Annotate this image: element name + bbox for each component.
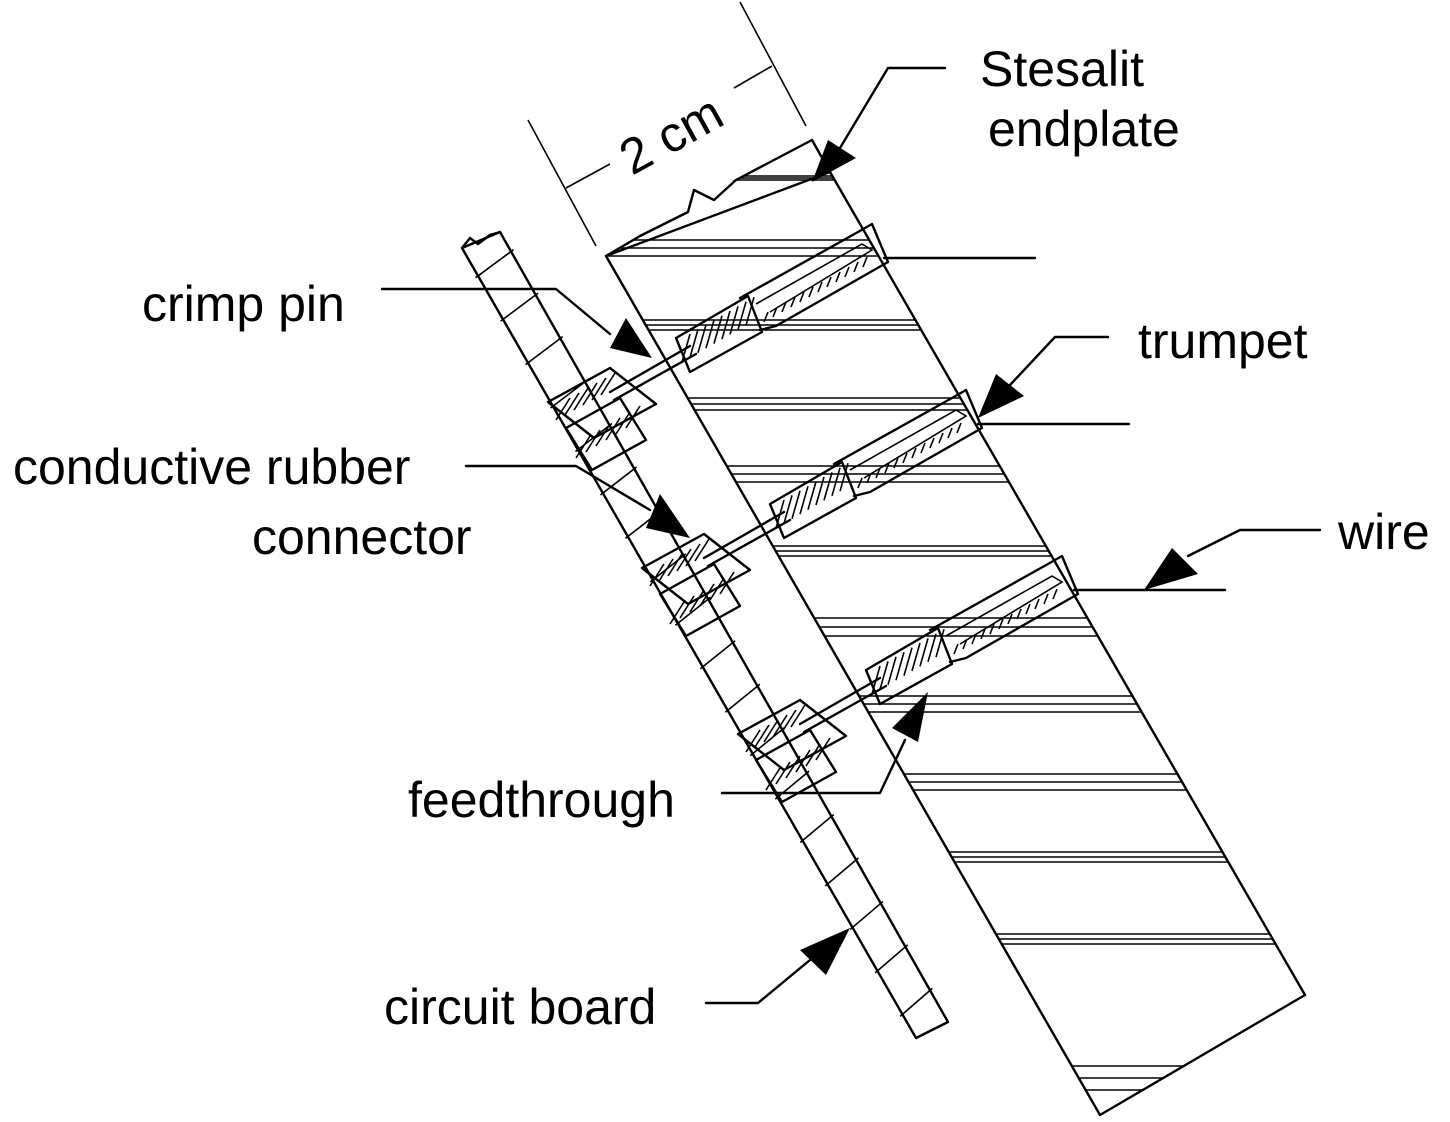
board-hatch-line bbox=[799, 813, 835, 844]
board-hatch-line bbox=[500, 292, 539, 322]
endplate-stratum bbox=[606, 239, 1305, 257]
feedthrough-assembly-1 bbox=[546, 222, 1037, 472]
conductive-rubber-block bbox=[736, 698, 848, 804]
rubber-label-line2: connector bbox=[252, 509, 472, 565]
feedthrough-assembly-2 bbox=[640, 388, 1131, 638]
feedthrough-arrowhead bbox=[892, 692, 928, 742]
trumpet bbox=[738, 222, 890, 332]
rubber-label-line1: conductive rubber bbox=[13, 439, 410, 495]
trumpet bbox=[832, 388, 984, 498]
conductive-rubber-block bbox=[640, 532, 752, 638]
board-hatch-line bbox=[849, 900, 884, 931]
endplate-stratum bbox=[606, 851, 1305, 863]
crimp-pin-label: crimp pin bbox=[142, 276, 345, 332]
trumpet-label: trumpet bbox=[1138, 313, 1308, 369]
endplate-arrowhead bbox=[812, 140, 856, 182]
endplate-stratum bbox=[606, 695, 1305, 713]
wire-label: wire bbox=[1337, 504, 1430, 560]
feedthrough-body bbox=[864, 626, 954, 706]
conductive-rubber-block bbox=[546, 366, 658, 472]
board-hatch-line bbox=[749, 727, 785, 757]
board-hatch-line bbox=[724, 683, 761, 713]
board-hatch-line bbox=[874, 944, 909, 974]
circuit-board-label: circuit board bbox=[384, 979, 656, 1035]
wire-arrowhead bbox=[1144, 548, 1198, 590]
rubber-arrowhead bbox=[646, 494, 690, 538]
leaders bbox=[380, 66, 1322, 1005]
board-hatch-line bbox=[674, 596, 712, 626]
endplate-label-line1: Stesalit bbox=[980, 41, 1144, 97]
endplate-stratum bbox=[606, 175, 1305, 181]
feedthrough-assembly-3 bbox=[736, 554, 1227, 804]
endplate-stratum bbox=[606, 933, 1305, 945]
board-hatch-line bbox=[899, 987, 933, 1017]
crimp-pin-arrowhead bbox=[610, 318, 652, 358]
dimension-label: 2 cm bbox=[610, 84, 732, 186]
board-hatch-line bbox=[699, 640, 736, 670]
endplate-stratum bbox=[606, 465, 1305, 483]
circuit-board bbox=[460, 230, 950, 1040]
board-hatch-line bbox=[475, 249, 514, 279]
board-hatch-line bbox=[599, 466, 638, 496]
circuit-board-arrowhead bbox=[800, 928, 850, 975]
feedthrough-body bbox=[768, 460, 858, 540]
endplate-label-line2: endplate bbox=[988, 101, 1180, 157]
endplate-stratum bbox=[606, 1065, 1305, 1091]
stesalit-endplate bbox=[604, 138, 1307, 1117]
board-hatch-line bbox=[525, 335, 564, 366]
dimension-2cm: 2 cm bbox=[527, 1, 807, 247]
trumpet-arrowhead bbox=[978, 374, 1024, 418]
feedthrough-body bbox=[674, 294, 764, 374]
labels: Stesalit endplate crimp pin trumpet cond… bbox=[13, 41, 1430, 1035]
trumpet bbox=[928, 554, 1080, 664]
feedthrough-label: feedthrough bbox=[408, 772, 675, 828]
board-hatch-line bbox=[774, 770, 810, 800]
board-hatch-line bbox=[824, 857, 859, 887]
